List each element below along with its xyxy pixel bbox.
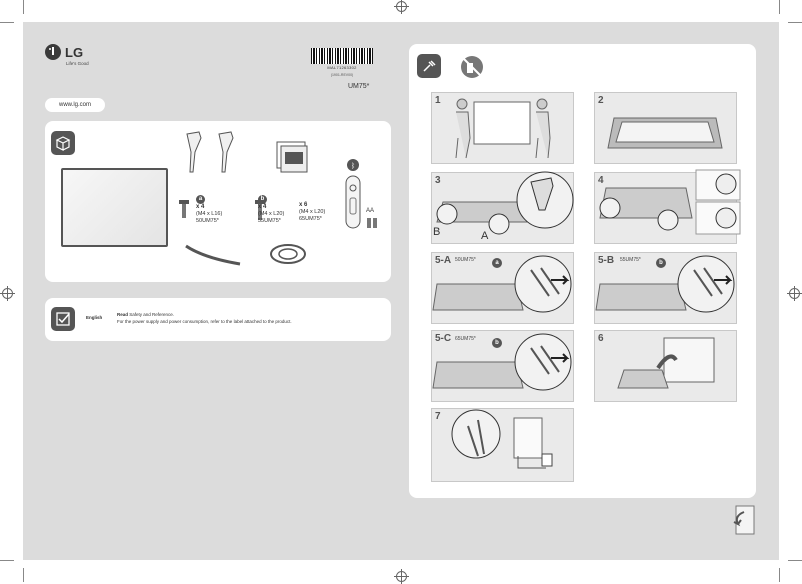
checkbox-icon xyxy=(51,307,75,331)
lg-logo: LG xyxy=(45,44,83,60)
crop-mark xyxy=(0,560,14,561)
registration-mark xyxy=(394,0,409,14)
page-turn-icon xyxy=(733,505,755,535)
screw-spec-c: x 6 (M4 x L20) 65UM75* xyxy=(299,202,325,223)
screw-qty: x 4 xyxy=(258,204,267,210)
screw-stand-illustration xyxy=(432,255,572,313)
safety-card xyxy=(45,298,391,341)
cable-connect-illustration xyxy=(451,409,553,469)
cleaning-cloth-icon xyxy=(417,54,441,78)
crop-mark xyxy=(788,22,802,23)
remote-illustration: ᛒ xyxy=(345,159,361,229)
step-model: 55UM75* xyxy=(620,257,641,263)
step-number: 5-A xyxy=(435,255,452,266)
step-number: 3 xyxy=(435,175,441,186)
barcode-number: MAL71263302 xyxy=(327,65,357,70)
registration-mark xyxy=(0,286,15,301)
step-number: 5-C xyxy=(435,333,452,344)
attach-stand-illustration xyxy=(436,171,574,235)
step3-label-b: B xyxy=(433,226,441,238)
crop-mark xyxy=(788,560,802,561)
crop-mark xyxy=(0,22,14,23)
safety-title-bold: Read xyxy=(117,312,129,317)
cable-holder-illustration xyxy=(270,244,306,264)
no-spray-icon xyxy=(461,56,483,78)
step-number: 7 xyxy=(435,411,441,422)
tv-panel-illustration xyxy=(61,168,168,247)
crop-mark xyxy=(23,568,24,582)
registration-mark xyxy=(394,569,409,584)
stand-click-illustration xyxy=(599,169,741,235)
badge-b: b xyxy=(258,195,267,204)
tv-in-box-illustration xyxy=(607,117,723,149)
screw-size: (M4 x L20) xyxy=(299,209,326,215)
battery-label: AA xyxy=(366,208,375,214)
screw-stand-illustration xyxy=(595,255,735,313)
screw-badge: a xyxy=(492,258,502,268)
step-number: 5-B xyxy=(598,255,615,266)
brand-name: LG xyxy=(65,44,84,60)
step-7-panel xyxy=(431,408,574,482)
model-number: UM75* xyxy=(348,83,370,90)
crop-mark xyxy=(779,568,780,582)
manual-book-illustration xyxy=(276,141,308,173)
step-number: 2 xyxy=(598,95,604,106)
crop-mark xyxy=(23,0,24,14)
step-model: 65UM75* xyxy=(455,336,476,342)
screw-spec-b: b x 4 (M4 x L20) 55UM75* xyxy=(258,195,284,225)
lift-tv-upright-illustration xyxy=(617,337,715,389)
screw-size: (M4 x L20) xyxy=(258,211,285,217)
safety-language: English xyxy=(86,315,103,320)
svg-text:ᛒ: ᛒ xyxy=(351,162,355,170)
battery-icon xyxy=(367,218,377,228)
box-icon xyxy=(51,131,75,155)
screw-badge: b xyxy=(656,258,666,268)
safety-title: Read Safety and Reference. xyxy=(117,312,174,317)
step-model: 50UM75* xyxy=(455,257,476,263)
screw-model: 50UM75* xyxy=(196,218,219,224)
screw-icon xyxy=(179,200,189,218)
screw-size: (M4 x L16) xyxy=(196,211,223,217)
screw-model: 65UM75* xyxy=(299,216,322,222)
people-lifting-tv-illustration xyxy=(455,98,551,159)
brand-tagline: Life's Good xyxy=(66,61,89,66)
step-number: 1 xyxy=(435,95,441,106)
screw-stand-illustration xyxy=(432,333,572,391)
screw-qty: x 6 xyxy=(299,202,308,208)
screw-badge: b xyxy=(492,338,502,348)
barcode xyxy=(311,48,373,64)
screw-qty: x 4 xyxy=(196,204,205,210)
step-number: 6 xyxy=(598,333,604,344)
barcode-revision: (1901-REV00) xyxy=(330,73,354,77)
cable-management-illustration xyxy=(185,244,241,266)
website-link[interactable]: www.lg.com xyxy=(45,98,105,112)
safety-body: For the power supply and power consumpti… xyxy=(117,319,292,324)
step-number: 4 xyxy=(598,175,604,186)
stand-leg-illustration xyxy=(186,131,234,173)
safety-title-rest: Safety and Reference. xyxy=(128,312,175,317)
screw-spec-a: a x 4 (M4 x L16) 50UM75* xyxy=(196,195,222,225)
badge-a: a xyxy=(196,195,205,204)
step3-label-a: A xyxy=(481,230,489,242)
lg-logo-icon xyxy=(45,44,61,60)
crop-mark xyxy=(779,0,780,14)
screw-model: 55UM75* xyxy=(258,218,281,224)
registration-mark xyxy=(787,286,802,301)
